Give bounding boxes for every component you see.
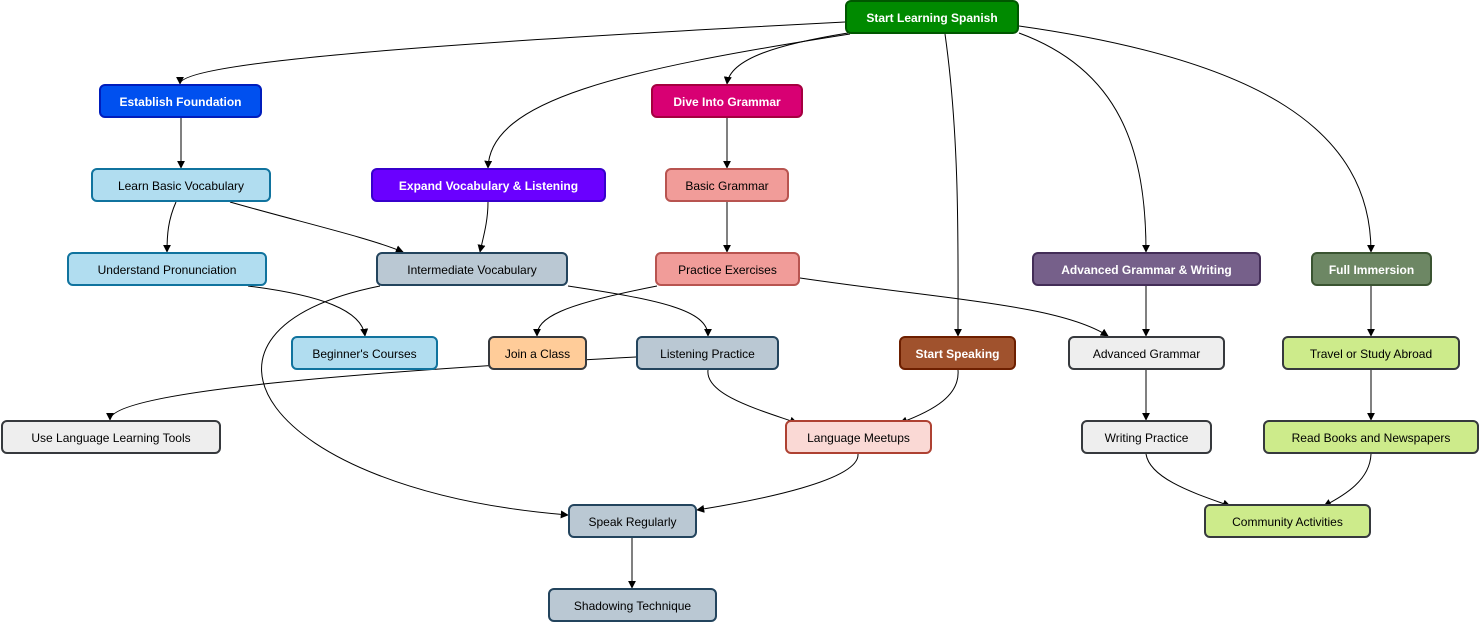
node-tools[interactable]: Use Language Learning Tools — [1, 420, 221, 454]
edge-start-to-immersion — [1018, 25, 1375, 253]
edge-start-to-expand — [484, 33, 851, 169]
node-expand[interactable]: Expand Vocabulary & Listening — [371, 168, 606, 202]
node-label-beginner: Beginner's Courses — [312, 347, 416, 361]
node-label-speak: Speak Regularly — [588, 515, 676, 529]
edge-start-to-grammar — [723, 32, 849, 85]
node-community[interactable]: Community Activities — [1204, 504, 1371, 538]
node-practice[interactable]: Practice Exercises — [655, 252, 800, 286]
node-label-basicgrammar: Basic Grammar — [685, 179, 768, 193]
node-label-learnvocab: Learn Basic Vocabulary — [118, 179, 244, 193]
edge-expand-to-intervocab — [477, 201, 489, 253]
node-box-foundation — [99, 84, 262, 118]
node-label-start: Start Learning Spanish — [866, 11, 997, 25]
node-box-shadowing — [548, 588, 717, 622]
node-box-intervocab — [376, 252, 568, 286]
node-box-travel — [1282, 336, 1460, 370]
node-label-advgrammar: Advanced Grammar — [1093, 347, 1200, 361]
node-box-writing — [1081, 420, 1212, 454]
edge-learnvocab-to-intervocab — [229, 201, 404, 253]
node-box-immersion — [1311, 252, 1432, 286]
node-readbooks[interactable]: Read Books and Newspapers — [1263, 420, 1479, 454]
edges — [106, 21, 1375, 589]
node-box-learnvocab — [91, 168, 271, 202]
edge-practice-to-joinclass — [533, 285, 658, 337]
node-box-pronunciation — [67, 252, 267, 286]
node-foundation[interactable]: Establish Foundation — [99, 84, 262, 118]
node-travel[interactable]: Travel or Study Abroad — [1282, 336, 1460, 370]
node-immersion[interactable]: Full Immersion — [1311, 252, 1432, 286]
edge-writing-to-community — [1145, 453, 1231, 508]
node-label-travel: Travel or Study Abroad — [1310, 347, 1432, 361]
node-box-practice — [655, 252, 800, 286]
node-label-startspeaking: Start Speaking — [915, 347, 999, 361]
node-beginner[interactable]: Beginner's Courses — [291, 336, 438, 370]
node-label-tools: Use Language Learning Tools — [31, 431, 190, 445]
edge-start-to-advgrammarwriting — [1018, 32, 1150, 253]
node-label-grammar: Dive Into Grammar — [673, 95, 781, 109]
edge-start-to-startspeaking — [944, 33, 963, 337]
edge-readbooks-to-community — [1323, 453, 1372, 507]
node-pronunciation[interactable]: Understand Pronunciation — [67, 252, 267, 286]
node-label-intervocab: Intermediate Vocabulary — [407, 263, 536, 277]
node-box-expand — [371, 168, 606, 202]
edge-learnvocab-to-pronunciation — [163, 201, 177, 253]
node-box-basicgrammar — [665, 168, 789, 202]
node-box-startspeaking — [899, 336, 1016, 370]
node-joinclass[interactable]: Join a Class — [488, 336, 587, 370]
edge-start-to-foundation — [176, 21, 846, 85]
node-box-tools — [1, 420, 221, 454]
node-label-immersion: Full Immersion — [1329, 263, 1414, 277]
edge-meetups-to-speak — [696, 453, 859, 513]
node-label-joinclass: Join a Class — [505, 347, 570, 361]
node-box-advgrammar — [1068, 336, 1225, 370]
node-advgrammar[interactable]: Advanced Grammar — [1068, 336, 1225, 370]
edge-pronunciation-to-beginner — [247, 285, 369, 337]
node-grammar[interactable]: Dive Into Grammar — [651, 84, 803, 118]
node-label-readbooks: Read Books and Newspapers — [1292, 431, 1451, 445]
node-box-grammar — [651, 84, 803, 118]
node-label-writing: Writing Practice — [1105, 431, 1189, 445]
node-intervocab[interactable]: Intermediate Vocabulary — [376, 252, 568, 286]
node-writing[interactable]: Writing Practice — [1081, 420, 1212, 454]
edge-startspeaking-to-meetups — [899, 369, 959, 425]
node-speak[interactable]: Speak Regularly — [568, 504, 697, 538]
node-label-shadowing: Shadowing Technique — [574, 599, 692, 613]
node-label-advgrammarwriting: Advanced Grammar & Writing — [1061, 263, 1231, 277]
node-box-meetups — [785, 420, 932, 454]
node-box-readbooks — [1263, 420, 1479, 454]
node-label-pronunciation: Understand Pronunciation — [98, 263, 237, 277]
node-meetups[interactable]: Language Meetups — [785, 420, 932, 454]
node-box-listening — [636, 336, 779, 370]
edge-practice-to-advgrammar — [799, 277, 1109, 337]
node-listening[interactable]: Listening Practice — [636, 336, 779, 370]
node-label-community: Community Activities — [1232, 515, 1343, 529]
node-advgrammarwriting[interactable]: Advanced Grammar & Writing — [1032, 252, 1261, 286]
node-basicgrammar[interactable]: Basic Grammar — [665, 168, 789, 202]
node-label-expand: Expand Vocabulary & Listening — [399, 179, 578, 193]
edge-intervocab-to-speak — [261, 285, 569, 519]
node-learnvocab[interactable]: Learn Basic Vocabulary — [91, 168, 271, 202]
node-box-advgrammarwriting — [1032, 252, 1261, 286]
edge-listening-to-meetups — [707, 369, 798, 425]
node-label-foundation: Establish Foundation — [120, 95, 242, 109]
node-label-practice: Practice Exercises — [678, 263, 777, 277]
node-box-community — [1204, 504, 1371, 538]
node-start[interactable]: Start Learning Spanish — [845, 0, 1019, 34]
node-shadowing[interactable]: Shadowing Technique — [548, 588, 717, 622]
node-startspeaking[interactable]: Start Speaking — [899, 336, 1016, 370]
node-box-joinclass — [488, 336, 587, 370]
node-label-listening: Listening Practice — [660, 347, 755, 361]
node-label-meetups: Language Meetups — [807, 431, 910, 445]
node-box-start — [845, 0, 1019, 34]
node-box-speak — [568, 504, 697, 538]
node-box-beginner — [291, 336, 438, 370]
edge-intervocab-to-listening — [567, 285, 712, 337]
